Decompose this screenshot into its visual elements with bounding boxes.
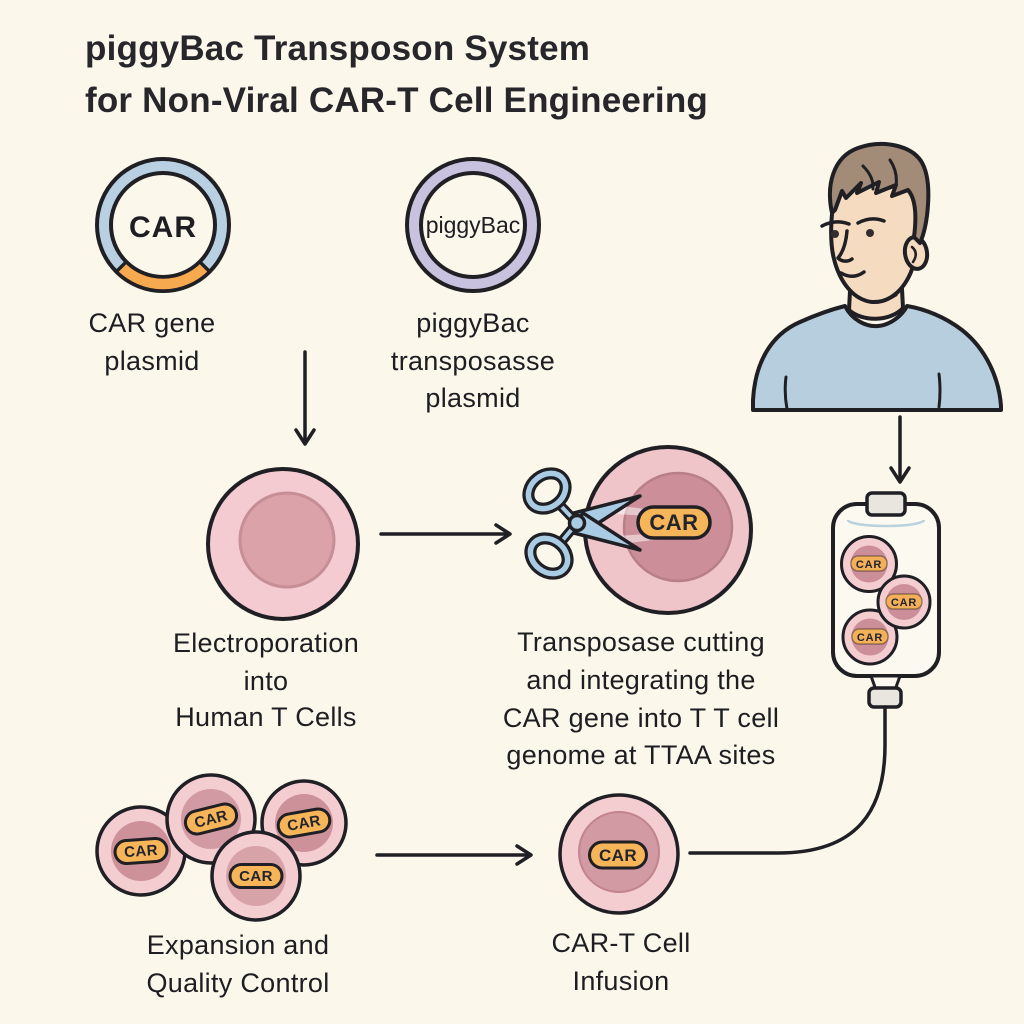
eyebrow-right: [856, 217, 886, 225]
bag-cell-1: CAR: [840, 535, 898, 593]
mouth-line: [839, 270, 866, 278]
car-capsule: [228, 863, 284, 889]
caption-line: into: [244, 666, 289, 696]
arrow-patient-to-bag: [889, 415, 911, 484]
eye-left: [831, 230, 839, 238]
transposase-cell: CAR: [583, 445, 753, 615]
car-capsule: [851, 628, 889, 645]
piggybac-plasmid-label: piggyBac: [426, 212, 521, 238]
title-line-1: piggyBac Transposon System: [85, 29, 590, 68]
bag-cell-3: CAR: [841, 608, 899, 666]
expansion-cells: CAR CAR CAR CAR: [95, 773, 348, 922]
caption-line: piggyBac: [416, 308, 529, 338]
title-line-2: for Non-Viral CAR-T Cell Engineering: [85, 81, 708, 120]
patient-figure: [751, 142, 1003, 412]
car-tag: CAR: [857, 632, 883, 644]
scissors-icon: [522, 467, 642, 580]
car-capsule: [588, 840, 648, 870]
flow-arrow-head: [515, 844, 533, 866]
flow-arrow-head: [294, 428, 316, 446]
car-gene-capsule: [636, 505, 712, 540]
shirt-crease-left: [783, 375, 789, 411]
expansion-cell-2: CAR: [165, 773, 257, 865]
car-tag: CAR: [599, 846, 637, 865]
caption-line: genome at TTAA sites: [506, 740, 775, 770]
hair-strand-line: [888, 158, 898, 188]
flow-arrow-head: [889, 466, 911, 484]
iv-bag-top-port: [865, 491, 907, 517]
scissors-handle-bottom-fill: [527, 535, 571, 577]
eye-right: [866, 229, 874, 237]
eyebrow-left: [820, 220, 851, 228]
iv-tube-line: [688, 705, 887, 855]
car-capsule: [113, 836, 169, 866]
hair-strand-line: [861, 164, 875, 191]
arrow-cell-to-transposase: [379, 523, 512, 545]
caption-line: Infusion: [573, 966, 670, 996]
caption-line: Electroporation: [173, 628, 359, 658]
caption-line: Human T Cells: [175, 702, 356, 732]
electroporation-caption: Electroporation into Human T Cells: [173, 628, 359, 732]
piggybac-plasmid-caption: piggyBac transposasse plasmid: [391, 308, 555, 413]
caption-line: plasmid: [425, 383, 520, 413]
car-plasmid-label: CAR: [129, 211, 197, 244]
flow-arrow-head: [494, 523, 512, 545]
caption-line: Transposase cutting: [517, 627, 765, 657]
car-tag: CAR: [891, 597, 917, 609]
transposase-caption: Transposase cutting and integrating the …: [503, 627, 779, 770]
patient-hair: [828, 142, 931, 245]
car-capsule: [183, 802, 239, 836]
car-tag: CAR: [124, 842, 159, 861]
car-capsule: [850, 555, 888, 572]
car-capsule: [885, 593, 923, 610]
shirt-crease-right: [937, 372, 942, 409]
patient-shirt: [751, 304, 1003, 412]
car-gene-plasmid: CAR: [95, 157, 231, 293]
caption-line: Expansion and: [147, 930, 330, 960]
liquid-surface-line: [846, 519, 926, 528]
arrow-expansion-to-infusion: [375, 844, 533, 866]
arrow-plasmids-to-cell: [294, 350, 316, 446]
iv-bag-bottom-port: [867, 686, 903, 709]
scissors-handle-top-fill: [525, 470, 569, 512]
car-capsule: [276, 807, 332, 839]
caption-line: CAR-T Cell: [551, 928, 690, 958]
expansion-cell-4: CAR: [210, 830, 302, 922]
car-insert-segment: [114, 260, 212, 293]
scissors-pivot: [567, 513, 587, 533]
infusion-cell: CAR: [558, 793, 680, 915]
cell-nucleus: [238, 491, 336, 589]
infusion-caption: CAR-T Cell Infusion: [551, 928, 690, 996]
ear-inner-line: [910, 245, 917, 264]
iv-bag: CAR CAR CAR: [688, 491, 941, 855]
page-title: piggyBac Transposon System for Non-Viral…: [85, 29, 708, 120]
expansion-caption: Expansion and Quality Control: [146, 930, 329, 998]
piggybac-plasmid: piggyBac: [405, 157, 541, 293]
expansion-cell-1: CAR: [95, 805, 187, 897]
caption-line: CAR gene: [89, 308, 216, 338]
plasmid-ring-inner: [419, 171, 527, 279]
caption-line: and integrating the: [526, 665, 755, 695]
car-gene-tag: CAR: [649, 510, 698, 535]
nose-line: [836, 229, 854, 263]
car-tag: CAR: [856, 559, 882, 571]
electroporation-cell: [206, 467, 360, 621]
caption-line: Quality Control: [146, 968, 329, 998]
car-tag: CAR: [239, 868, 273, 885]
bag-cell-2: CAR: [876, 574, 932, 630]
caption-line: transposasse: [391, 346, 555, 376]
caption-line: CAR gene into T T cell: [503, 703, 779, 733]
car-plasmid-caption: CAR gene plasmid: [89, 308, 216, 376]
car-tag: CAR: [286, 812, 322, 835]
caption-line: plasmid: [104, 346, 199, 376]
